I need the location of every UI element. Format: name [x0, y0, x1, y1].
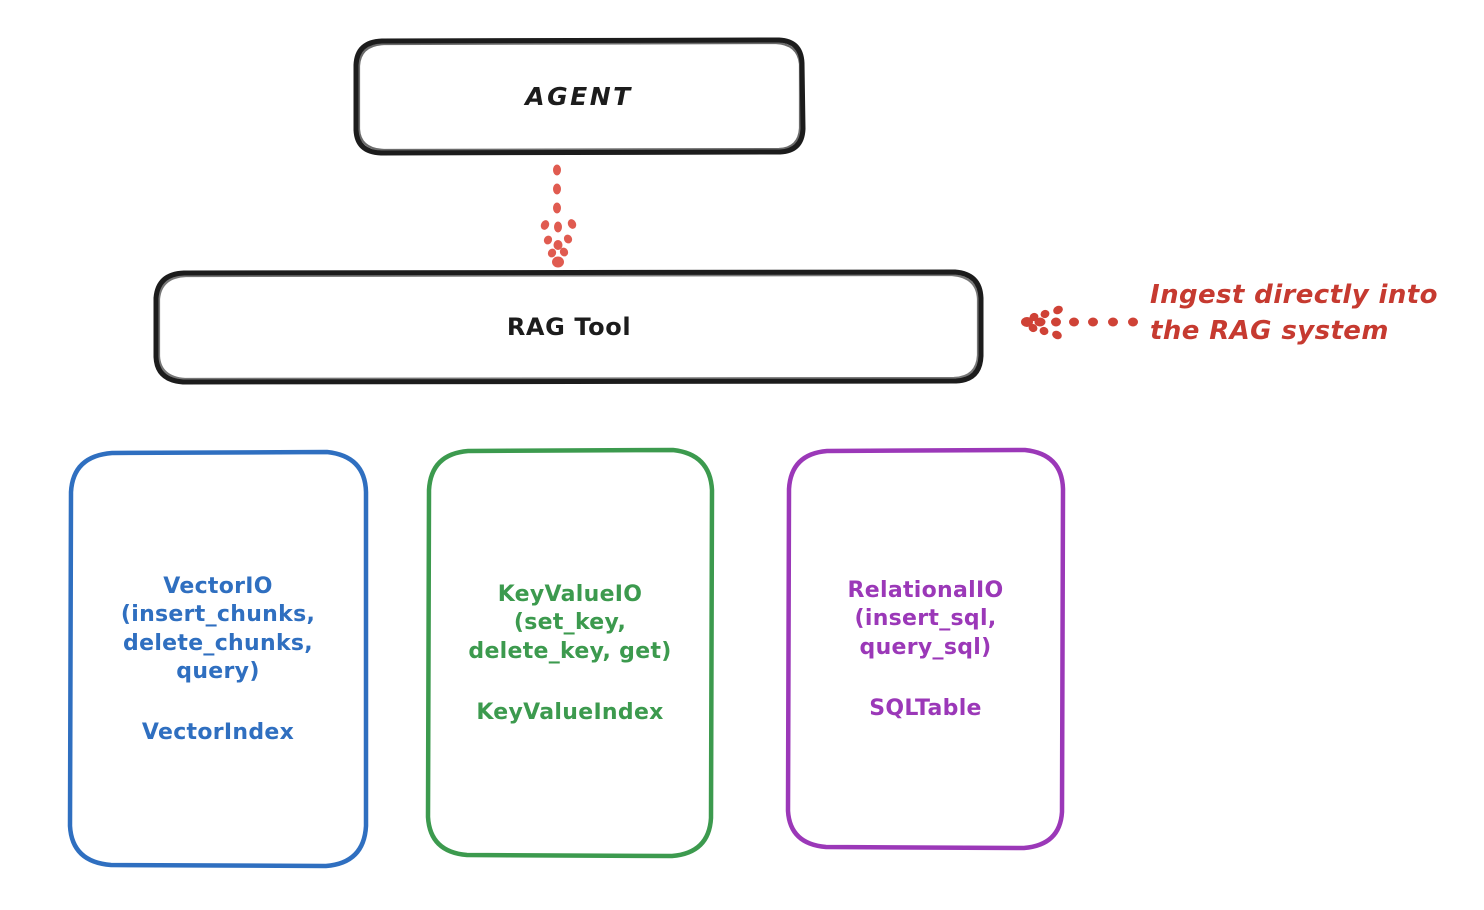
vectorio-sub-label: VectorIndex — [141, 719, 295, 745]
keyvalueio-node[interactable]: KeyValueIO (set_key, delete_key, get) Ke… — [428, 450, 712, 856]
rag-tool-node[interactable]: RAG Tool — [156, 272, 982, 382]
relationalio-label: RelationalIO (insert_sql, query_sql) — [847, 578, 1004, 660]
connector-ingest-to-rag-tool — [1021, 305, 1138, 340]
keyvalueio-label: KeyValueIO (set_key, delete_key, get) — [468, 582, 672, 664]
connector-agent-to-rag-tool — [540, 164, 577, 268]
agent-box-outline — [353, 37, 806, 156]
vectorio-box-outline — [67, 449, 369, 869]
relationalio-box-outline — [785, 447, 1066, 851]
rag-tool-box-outline — [153, 269, 984, 385]
relationalio-sub-label: SQLTable — [869, 695, 982, 721]
vectorio-label: VectorIO (insert_chunks, delete_chunks, … — [120, 574, 316, 684]
agent-label: AGENT — [525, 81, 633, 111]
relationalio-node[interactable]: RelationalIO (insert_sql, query_sql) SQL… — [788, 450, 1063, 848]
keyvalueio-box-outline — [425, 447, 715, 859]
vectorio-node[interactable]: VectorIO (insert_chunks, delete_chunks, … — [70, 452, 366, 866]
agent-node[interactable]: AGENT — [356, 40, 802, 153]
ingest-annotation-label: Ingest directly into the RAG system — [1150, 280, 1438, 346]
keyvalueio-sub-label: KeyValueIndex — [476, 699, 664, 725]
rag-tool-label: RAG Tool — [506, 312, 632, 341]
